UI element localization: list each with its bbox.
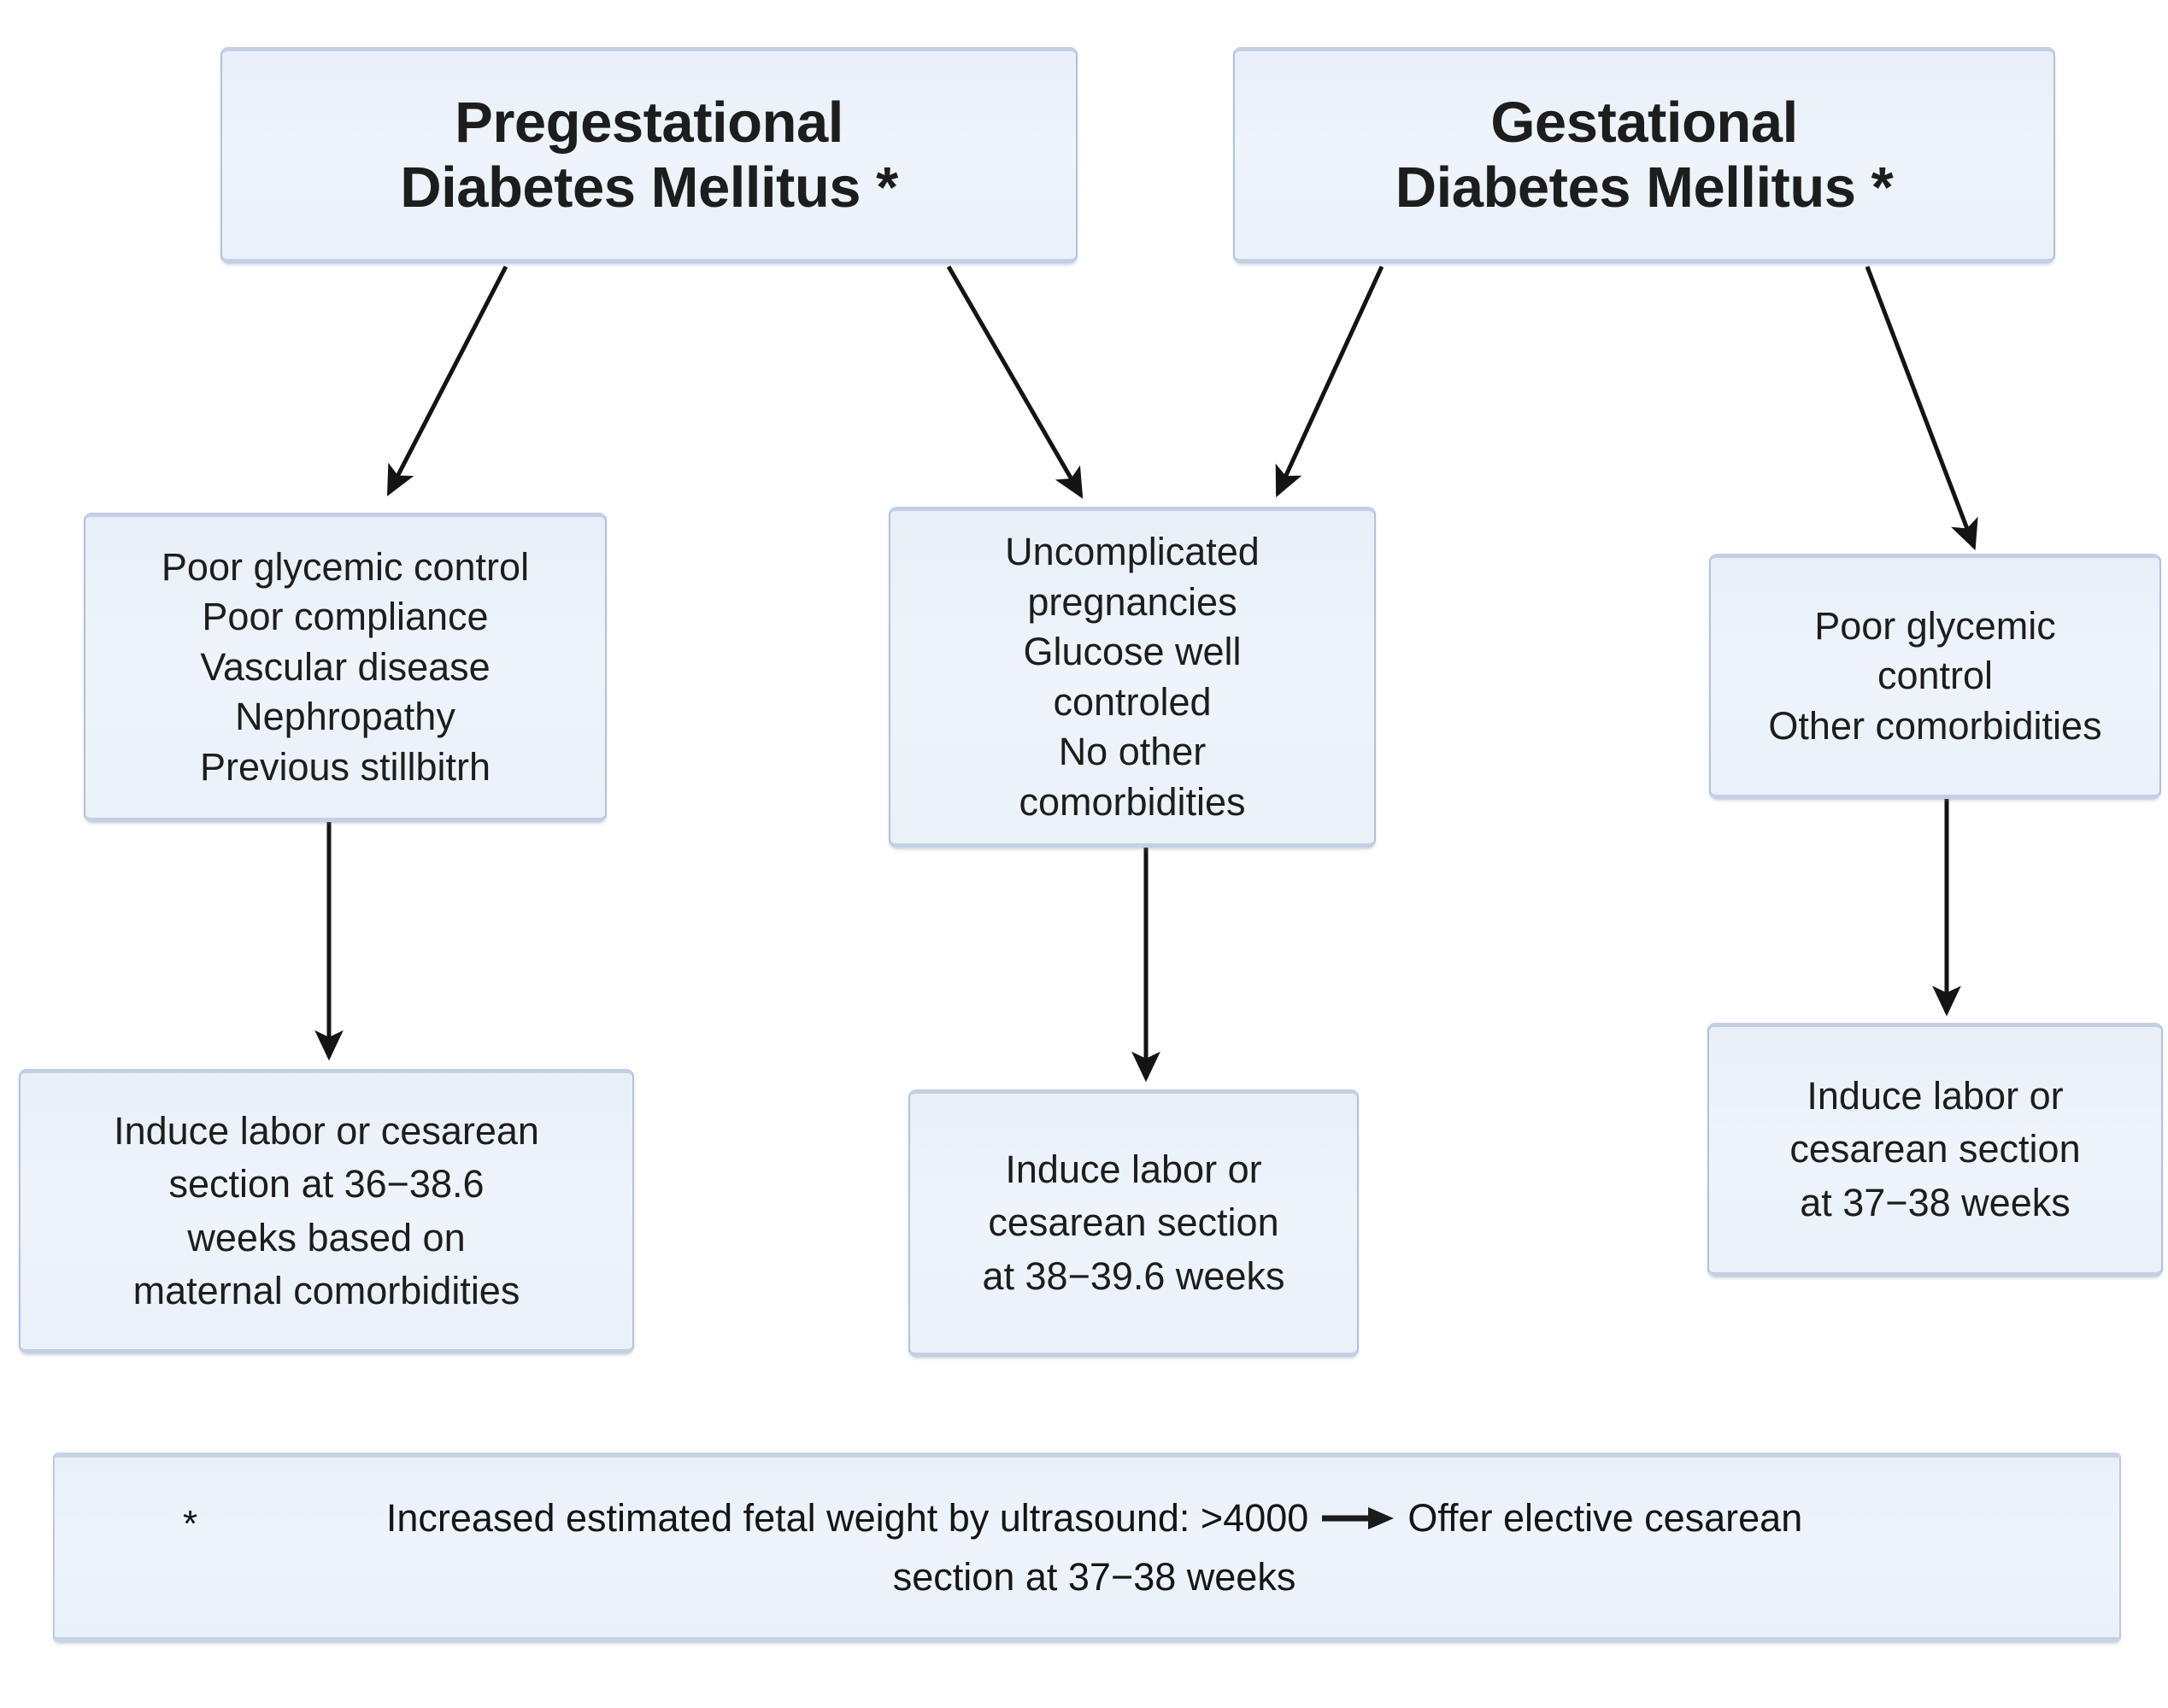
edge-pregestational-to-uncomplicated [946, 265, 1084, 499]
footnote-text-after-arrow: Offer elective cesarean [1407, 1496, 1803, 1540]
footnote-text-before-arrow: Increased estimated fetal weight by ultr… [385, 1496, 1309, 1540]
node-uncomplicated-criteria[interactable]: Uncomplicated pregnancies Glucose well c… [889, 507, 1376, 848]
node-label: Gestational Diabetes Mellitus * [1395, 91, 1894, 220]
footnote-text: Increased estimated fetal weight by ultr… [197, 1490, 2119, 1605]
node-label: Induce labor or cesarean section at 36−3… [114, 1109, 539, 1312]
node-label: Pregestational Diabetes Mellitus * [400, 91, 898, 220]
node-outcome-gdm[interactable]: Induce labor or cesarean section at 37−3… [1707, 1023, 2163, 1277]
node-label: Poor glycemic control Poor compliance Va… [161, 544, 530, 789]
edge-gestational-to-uncomplicated [1275, 265, 1384, 497]
edge-gestational-to-comorbid [1865, 266, 1978, 551]
node-pregestational-risk-factors[interactable]: Poor glycemic control Poor compliance Va… [84, 513, 607, 822]
node-label: Poor glycemic control Other comorbiditie… [1768, 603, 2102, 748]
node-gestational-diabetes[interactable]: Gestational Diabetes Mellitus * [1233, 47, 2055, 263]
footnote-second-line: section at 37−38 weeks [892, 1554, 1296, 1599]
node-label: Uncomplicated pregnancies Glucose well c… [1005, 530, 1260, 824]
node-gdm-risk-factors[interactable]: Poor glycemic control Other comorbiditie… [1709, 554, 2161, 799]
node-outcome-pregestational[interactable]: Induce labor or cesarean section at 36−3… [19, 1069, 634, 1353]
node-pregestational-diabetes[interactable]: Pregestational Diabetes Mellitus * [220, 47, 1078, 263]
edge-pregestational-to-complicated [386, 265, 508, 496]
node-label: Induce labor or cesarean section at 37−3… [1789, 1074, 2081, 1224]
node-label: Induce labor or cesarean section at 38−3… [982, 1147, 1285, 1298]
node-outcome-uncomplicated[interactable]: Induce labor or cesarean section at 38−3… [908, 1089, 1359, 1357]
footnote-legend: * Increased estimated fetal weight by ul… [53, 1453, 2121, 1642]
footnote-asterisk: * [183, 1503, 198, 1545]
right-arrow-icon [1320, 1490, 1395, 1546]
